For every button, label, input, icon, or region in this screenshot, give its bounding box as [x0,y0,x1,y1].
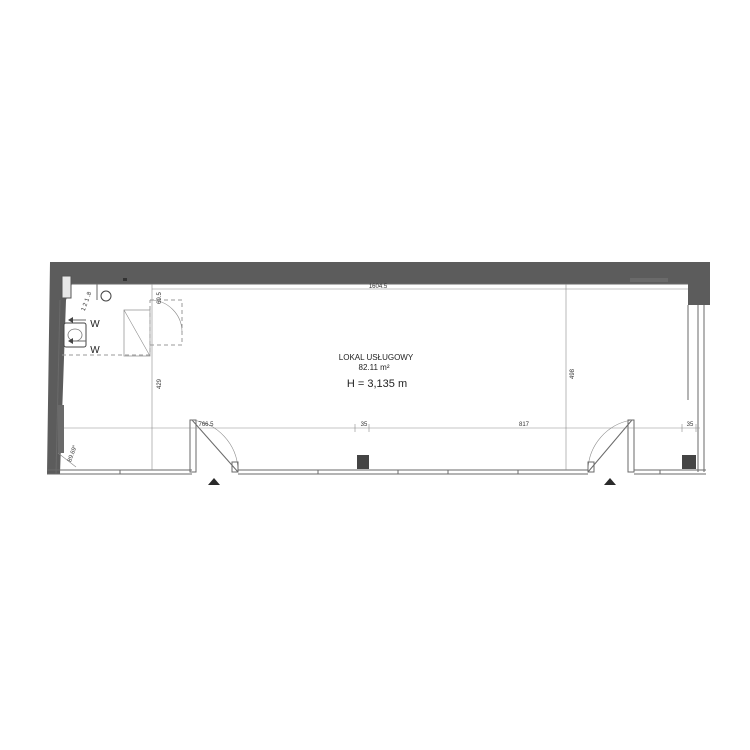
pipe-leader [57,452,77,468]
room-height: H = 3,135 m [347,378,407,390]
sink-icon [63,322,87,348]
arrow-w2-head-icon [68,338,73,344]
entrance-arrow-left [208,478,220,485]
radiator [58,405,64,453]
wc-marker-1: W [90,319,100,330]
toilet-room [62,299,183,357]
dim-mid-span: 817 [519,422,530,428]
dim-pipe-angle: 89.69° [67,444,79,463]
column-right [682,455,696,469]
toilet-bowl-icon [100,290,112,302]
entrance-arrow-right [604,478,616,485]
dim-toilet-depth: 69.5 [157,292,163,304]
bottom-facade [47,469,706,475]
dim-door-left: 766.5 [198,422,214,428]
dim-wc: 1 2 1 .8 [81,291,94,312]
dim-right-height: 498 [570,368,576,379]
dim-top-length: 1604.5 [369,284,388,290]
cabinet [61,275,72,299]
room-area: 82.11 m² [359,363,390,372]
wc-marker-2: W [90,345,100,356]
dim-left-height: 429 [157,378,163,389]
dimension-lines [60,284,700,470]
arrow-w1-head-icon [68,317,73,323]
dim-small-1: 35 [361,422,368,428]
left-wall-inner [55,299,61,475]
exterior-wall [47,262,710,474]
door-right [587,419,635,473]
toilet-pipe [123,278,127,281]
dim-right-small: 35 [687,422,694,428]
vent-strip [630,278,668,282]
door-left [189,419,239,473]
column-middle [357,455,369,469]
room-name: LOKAL USŁUGOWY [339,353,414,362]
